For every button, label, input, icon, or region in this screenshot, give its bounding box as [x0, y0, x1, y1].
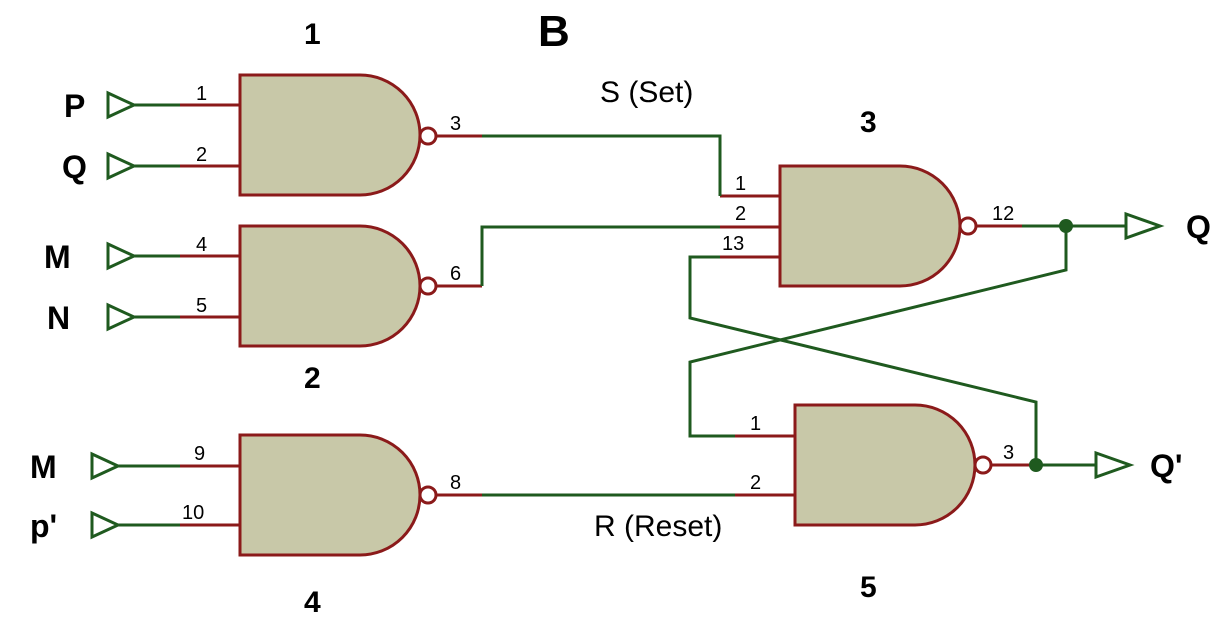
pin-label: 8: [450, 472, 461, 494]
diagram-title: B: [538, 7, 570, 56]
nand-gate-3: [720, 164, 1022, 288]
input-label-q: Q: [62, 149, 87, 185]
output-port-q: [1022, 211, 1165, 241]
input-port-q: [106, 151, 180, 181]
input-port-p-prime: [90, 510, 180, 540]
set-net-label: S (Set): [600, 76, 693, 109]
pin-label: 10: [182, 502, 204, 524]
qbar-feedback-wire: [688, 255, 1038, 465]
pin-label: 4: [196, 234, 207, 256]
pin-label: 12: [992, 203, 1014, 225]
set-wire: [482, 134, 722, 196]
gate-2-number: 2: [304, 362, 321, 395]
pin-label: 2: [196, 144, 207, 166]
pin-label: 13: [722, 233, 744, 255]
nand-gate-2: [180, 224, 482, 348]
input-label-p: P: [64, 88, 85, 124]
input-label-m2: M: [30, 449, 57, 485]
input-label-p-prime: p': [30, 508, 57, 544]
input-label-n: N: [47, 300, 70, 336]
input-port-m: [106, 241, 180, 271]
input-port-m2: [90, 451, 180, 481]
pin-label: 1: [750, 413, 761, 435]
nand-gate-4: [180, 433, 482, 557]
output-label-q-prime: Q': [1150, 448, 1183, 484]
gate-3-number: 3: [860, 106, 877, 139]
nand-gate-1: [180, 73, 482, 197]
q-feedback-wire: [688, 226, 1068, 438]
pin-label: 5: [196, 295, 207, 317]
gate-5-number: 5: [860, 571, 877, 604]
pin-label: 2: [735, 203, 746, 225]
input-port-p: [106, 90, 180, 120]
input-label-m: M: [44, 239, 71, 275]
reset-net-label: R (Reset): [594, 510, 722, 543]
output-port-q-prime: [1029, 450, 1135, 480]
nand-gate-5: [735, 403, 1036, 527]
gate-1-number: 1: [304, 18, 321, 51]
pin-label: 3: [1003, 442, 1014, 464]
pin-label: 1: [735, 173, 746, 195]
pin-label: 9: [194, 443, 205, 465]
pin-label: 3: [450, 113, 461, 135]
pin-label: 1: [196, 83, 207, 105]
input-port-n: [106, 302, 180, 332]
pin-label: 6: [450, 263, 461, 285]
gate-4-number: 4: [304, 586, 321, 619]
gate2-to-gate3-wire: [480, 225, 720, 286]
output-label-q: Q: [1186, 209, 1211, 245]
pin-label: 2: [750, 472, 761, 494]
